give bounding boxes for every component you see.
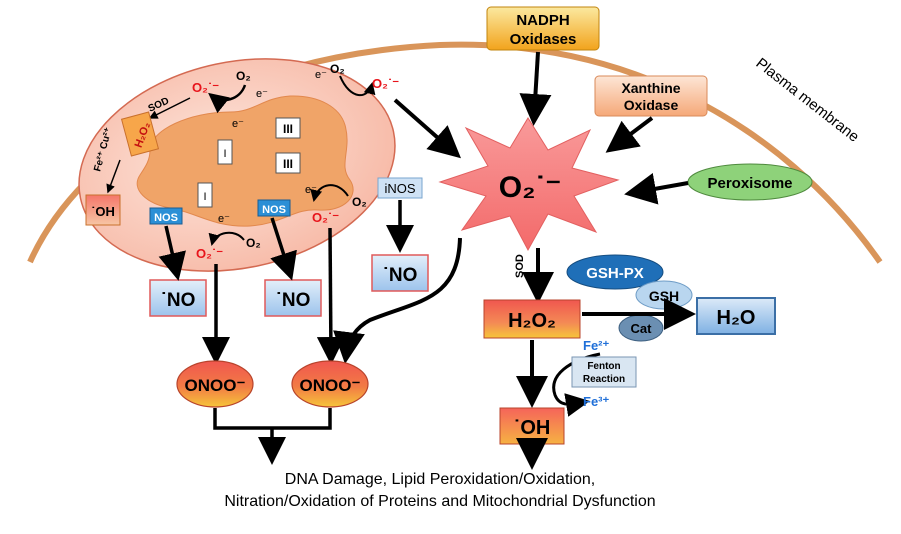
complex-i-label: I [223, 148, 226, 160]
sod-label: SOD [514, 254, 526, 278]
plasma-membrane-label: Plasma membrane [753, 55, 863, 146]
inos-box [377, 177, 423, 199]
no-box-left [149, 279, 207, 317]
onoo-ellipse-left [176, 360, 254, 408]
mito-superoxide-to-central-arrow [393, 98, 461, 159]
fe2-label: Fe²⁺ [583, 338, 610, 353]
superoxide-right-to-onoo-arrow [316, 227, 345, 365]
mito-oh-label: ˙OH [91, 204, 115, 219]
xanthine-to-superoxide-arrow [605, 116, 654, 153]
central-superoxide-star [438, 117, 620, 252]
mito-o2-right: O₂ [352, 195, 367, 209]
complex-i-label-lower: I [203, 191, 206, 203]
complex-i-box-lower [197, 182, 213, 208]
peroxisome-to-superoxide-arrow [624, 173, 689, 205]
onoo-merge-bracket [213, 408, 332, 430]
h2o-box [696, 297, 776, 335]
gsh-px-ellipse [566, 254, 664, 290]
complex-iii-box-top [275, 117, 301, 139]
complex-iii-box-bottom [275, 152, 301, 174]
inos-label: iNOS [384, 181, 415, 196]
nos-left-to-no-arrow [158, 225, 186, 281]
no-label-left: ˙NO [161, 290, 196, 311]
o2-to-superoxide-arrow-right [310, 184, 349, 202]
nos-right-to-no-arrow [270, 217, 297, 281]
mito-nos-label-left: NOS [154, 212, 178, 224]
sod-arrow [148, 97, 191, 119]
nadph-label-line2: Oxidases [510, 31, 577, 48]
mito-o2-top: O₂ [236, 69, 251, 83]
fenton-label-line2: Reaction [583, 374, 625, 385]
no-box-right [371, 254, 429, 292]
no-label-middle: ˙NO [276, 290, 311, 311]
outcome-line1: DNA Damage, Lipid Peroxidation/Oxidation… [285, 471, 595, 488]
h2o-label: H₂O [717, 307, 756, 329]
complex-iii-label-bottom: III [283, 157, 293, 171]
onoo-label-right: ONOO⁻ [300, 376, 361, 395]
h2o2-to-oh-arrow-mito [106, 159, 121, 194]
gsh-label: GSH [649, 288, 679, 304]
oh-label: ˙OH [514, 417, 551, 439]
mito-h2o2-box [120, 111, 160, 157]
onoo-ellipse-right [291, 360, 369, 408]
electron-label-1: e⁻ [232, 118, 244, 130]
mito-o2-bottom-left: O₂ [246, 236, 261, 250]
peroxisome-ellipse [687, 163, 813, 201]
peroxisome-label: Peroxisome [707, 175, 792, 192]
mito-superoxide-released: O₂˙⁻ [372, 76, 399, 91]
mito-oh-box [85, 194, 121, 226]
complex-iii-label-top: III [283, 122, 293, 136]
mito-superoxide-bottom-left: O₂˙⁻ [196, 246, 223, 261]
electron-label-2: e⁻ [256, 88, 268, 100]
o2-to-superoxide-arrow-top-right [339, 75, 376, 96]
o2-to-superoxide-arrow-top [208, 84, 247, 114]
central-superoxide-to-onoo-arrow [333, 237, 462, 364]
fe3-label: Fe³⁺ [583, 394, 610, 409]
mito-nos-box-left [149, 207, 183, 225]
no-label-right: ˙NO [383, 265, 418, 286]
gsh-px-label: GSH-PX [586, 265, 644, 282]
mito-superoxide-right: O₂˙⁻ [312, 210, 339, 225]
electron-label-3: e⁻ [315, 69, 327, 81]
fenton-label-line1: Fenton [587, 361, 620, 372]
h2o2-label: H₂O₂ [508, 310, 556, 332]
central-superoxide-label: O₂˙⁻ [499, 171, 562, 204]
xanthine-label-line1: Xanthine [621, 80, 680, 96]
onoo-label-left: ONOO⁻ [185, 376, 246, 395]
mito-nos-box-right [257, 199, 291, 217]
cat-label: Cat [631, 321, 653, 336]
no-box-middle [264, 279, 322, 317]
h2o2-box [483, 299, 581, 339]
fenton-reaction-box [571, 356, 637, 388]
nadph-oxidases-box [486, 6, 600, 51]
nadph-to-superoxide-arrow [519, 51, 552, 126]
outcome-line2: Nitration/Oxidation of Proteins and Mito… [224, 493, 655, 510]
xanthine-oxidase-box [594, 75, 708, 117]
o2-to-superoxide-arrow-bottom-left [208, 231, 245, 246]
nadph-label-line1: NADPH [516, 12, 569, 29]
electron-label-5: e⁻ [218, 213, 230, 225]
mito-o2-top-right: O₂ [330, 62, 345, 76]
mito-superoxide-top: O₂˙⁻ [192, 80, 219, 95]
mito-nos-label-right: NOS [262, 204, 286, 216]
complex-i-box [217, 139, 233, 165]
xanthine-label-line2: Oxidase [624, 97, 679, 113]
